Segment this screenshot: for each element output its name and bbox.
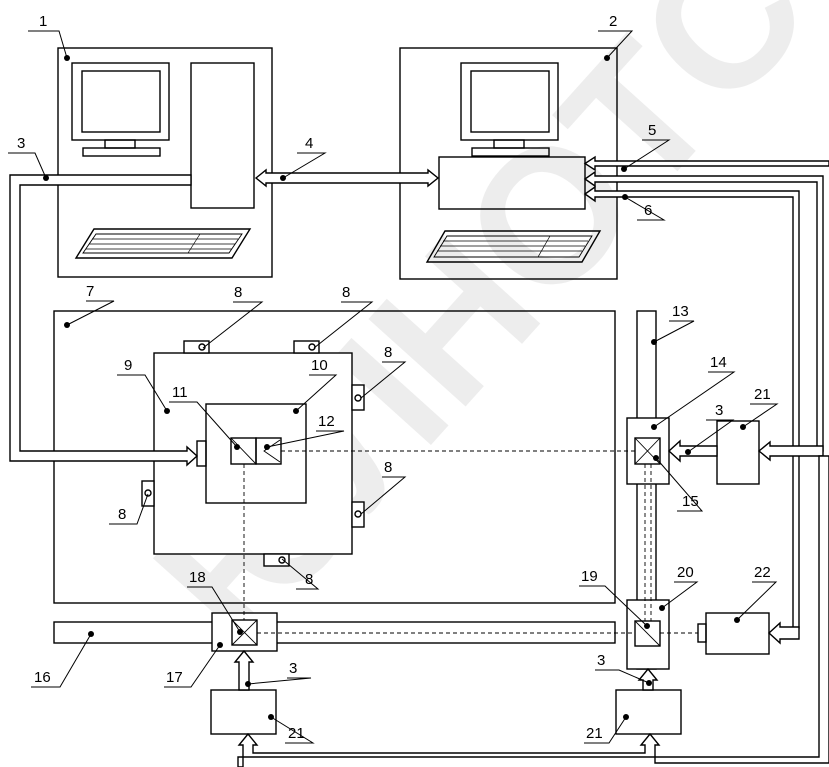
label-6: 6 [644,202,652,219]
label-18: 18 [189,569,206,586]
label-9: 9 [124,357,132,374]
label-22: 22 [754,564,771,581]
element-19 [634,620,661,647]
computer-1-frame [57,47,273,278]
leader-lines [8,30,779,744]
link-4-double-arrow [254,168,440,188]
label-16: 16 [34,669,51,686]
watermark: ЮЛНОТС [115,0,829,683]
label-21-bottom-right: 21 [586,725,603,742]
label-1: 1 [39,13,47,30]
label-21-bottom-left: 21 [288,725,305,742]
label-11: 11 [172,384,188,401]
rail-16 [53,621,616,644]
monitor-2-screen [470,70,550,133]
label-7: 7 [86,283,94,300]
system-unit-2 [438,156,586,210]
beam-paths [243,450,698,634]
element-18 [231,619,258,646]
label-3-bottom-right: 3 [597,652,605,669]
computer-1 [57,47,273,278]
label-19: 19 [581,568,598,585]
sensors-8 [141,340,365,567]
label-15: 15 [682,493,699,510]
label-17: 17 [166,669,183,686]
label-12: 12 [318,413,335,430]
label-13: 13 [672,303,689,320]
label-8-bottom: 8 [305,571,313,588]
label-5: 5 [648,122,656,139]
label-2: 2 [609,13,617,30]
cable-5 [583,155,829,172]
keyboard-1 [74,228,252,259]
cable-6-upper [583,170,824,452]
label-4: 4 [305,135,313,152]
label-14: 14 [710,354,727,371]
cable-6-lower [583,185,800,629]
label-3-bottom-left: 3 [289,660,297,677]
monitor-1-screen [81,70,161,133]
monitor-1-base [82,147,161,157]
unit-21-bottom-right [615,689,682,735]
label-8-top-right: 8 [342,284,350,301]
label-8-left: 8 [118,506,126,523]
monitor-2-base [471,147,550,157]
port-block [196,440,207,467]
cable-3-left [9,174,199,467]
leader-dots [43,55,746,720]
unit-21-right [716,420,760,485]
label-8-top-left: 8 [234,284,242,301]
monitor-1-neck [104,139,136,149]
label-8-right-lower: 8 [384,459,392,476]
unit-21-bottom-left [210,689,277,735]
unit-22-lens [697,623,707,643]
monitor-1-body [71,62,170,141]
label-20: 20 [677,564,694,581]
feed-bottom-units [237,455,829,767]
computer-2 [399,47,618,280]
label-3-left: 3 [17,135,25,152]
label-8-right-upper: 8 [384,344,392,361]
system-unit-1 [190,62,255,209]
label-21-right: 21 [754,386,771,403]
feed-unit-21-right [757,440,824,462]
label-3-right: 3 [715,402,723,419]
arrow-21-to-14 [667,439,718,463]
keyboard-2 [425,230,602,263]
feed-unit-22 [767,621,800,645]
label-10: 10 [311,357,328,374]
